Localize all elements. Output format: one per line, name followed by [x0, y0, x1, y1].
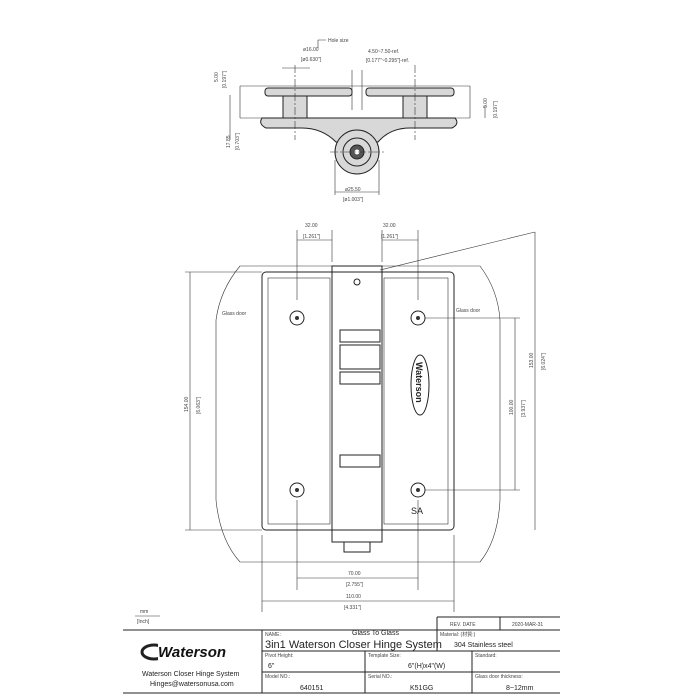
material-label: Material: (材質:) [440, 631, 476, 638]
template-label: Template Size: [368, 653, 401, 659]
top-view: Hole size ø16.00 [ø0.630"] 4.50~7.50-ref… [214, 38, 499, 203]
thickness-label: Glass door thickness: [475, 674, 523, 680]
top-plate-right [365, 87, 455, 97]
standard-label: Standard: [475, 653, 497, 659]
units-mm: mm [140, 609, 148, 615]
hinge-body [261, 271, 455, 531]
hole-dia: ø16.00 [303, 47, 319, 53]
serial-label: Serial NO.: [368, 674, 392, 680]
material-value: 304 Stainless steel [454, 642, 513, 649]
hole-width-dim-in: [2.755"] [346, 582, 364, 588]
company-email: Hinges@watersonusa.com [150, 681, 234, 688]
offset-dim-in: [0.703"] [235, 132, 241, 150]
glass-outline [215, 265, 501, 563]
rev-date-label: REV. DATE [450, 622, 476, 628]
model-value: 640151 [300, 685, 323, 692]
plate-right-dim-in: [0.197"] [493, 100, 499, 118]
hole-dia-in: [ø0.630"] [301, 57, 322, 63]
height-dim-in: [6.063"] [196, 396, 202, 414]
right-hole-dim: 32.00 [383, 223, 396, 229]
width-dim: 110.00 [346, 594, 361, 600]
barrel [331, 265, 383, 543]
height2-dim-in: [6.024"] [541, 352, 547, 370]
height-dim: 154.00 [184, 396, 190, 412]
model-label: Model NO.: [265, 674, 290, 680]
glass-door-right: Glass door [456, 308, 481, 314]
waterson-logo: Waterson [158, 644, 226, 661]
units-inch: [Inch] [137, 619, 150, 625]
left-hole-dim: 32.00 [305, 223, 318, 229]
plate-left-dim: 5.00 [214, 72, 220, 82]
plate-left-dim-in: [0.197"] [222, 70, 228, 88]
hole-width-dim: 70.00 [348, 571, 361, 577]
screw-hole [289, 482, 305, 498]
company-name: Waterson Closer Hinge System [142, 671, 240, 678]
width-dim-in: [4.331"] [344, 605, 362, 611]
name-sub: Glass To Glass [352, 630, 399, 637]
barrel-dia: ø25.50 [345, 187, 361, 193]
left-hole-dim-in: [1.261"] [303, 234, 321, 240]
template-value: 6"(H)x4"(W) [408, 663, 445, 670]
hole-size-label: Hole size [328, 38, 349, 44]
height2-dim: 153.00 [529, 352, 535, 368]
pivot-label: Pivot Height: [265, 653, 293, 659]
hinge-logo: Waterson [414, 362, 424, 403]
barrel-dia-in: [ø1.003"] [343, 197, 364, 203]
screw-hole [289, 310, 305, 326]
front-view: Waterson SA Glass door Glass door 32.00 … [184, 223, 547, 612]
right-hole-dim-in: [1.261"] [381, 234, 399, 240]
title-block: mm [Inch] REV. DATE 2020-MAR-31 Waterson… [123, 609, 560, 694]
name-label: NAME: [265, 632, 281, 638]
product-name: 3in1 Waterson Closer Hinge System [265, 639, 442, 651]
thickness-value: 8~12mm [506, 685, 534, 692]
pivot-value: 6" [268, 663, 275, 670]
top-plate-left [264, 87, 353, 97]
hole-spacing-dim-in: [3.937"] [521, 399, 527, 417]
rev-date-value: 2020-MAR-31 [512, 622, 543, 628]
gap-dim: 4.50~7.50-ref. [368, 49, 399, 55]
plate-right-dim: 5.00 [483, 98, 489, 108]
serial-value: K51GG [410, 685, 433, 692]
gap-dim-in: [0.177"~0.295"]-ref. [366, 58, 409, 64]
sa-mark: SA [411, 506, 423, 516]
offset-dim: 17.85 [226, 135, 232, 148]
hole-spacing-dim: 100.00 [509, 399, 515, 415]
glass-door-left: Glass door [222, 311, 247, 317]
